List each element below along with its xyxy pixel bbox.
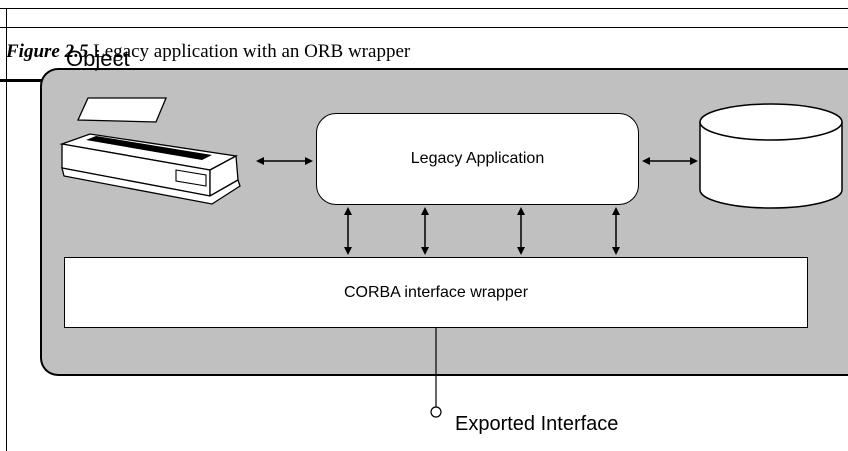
figure-label: Figure 2.5	[6, 41, 89, 62]
figure-title: Legacy application with an ORB wrapper	[93, 41, 411, 62]
printer-icon	[59, 97, 241, 205]
exported-interface-label: Exported Interface	[455, 413, 619, 435]
object-label: Object	[66, 46, 130, 71]
interface-lollipop-icon	[430, 328, 442, 418]
caption-top-rule	[0, 27, 848, 28]
left-border-line	[6, 8, 7, 451]
legacy-application-box: Legacy Application	[316, 113, 639, 205]
top-border-line	[0, 8, 848, 9]
legacy-application-label: Legacy Application	[410, 150, 545, 167]
corba-wrapper-box: CORBA interface wrapper	[64, 257, 808, 328]
corba-wrapper-label: CORBA interface wrapper	[343, 283, 529, 301]
figure-caption: Figure 2.5 Legacy application with an OR…	[6, 42, 410, 61]
database-cylinder-icon	[699, 103, 843, 209]
